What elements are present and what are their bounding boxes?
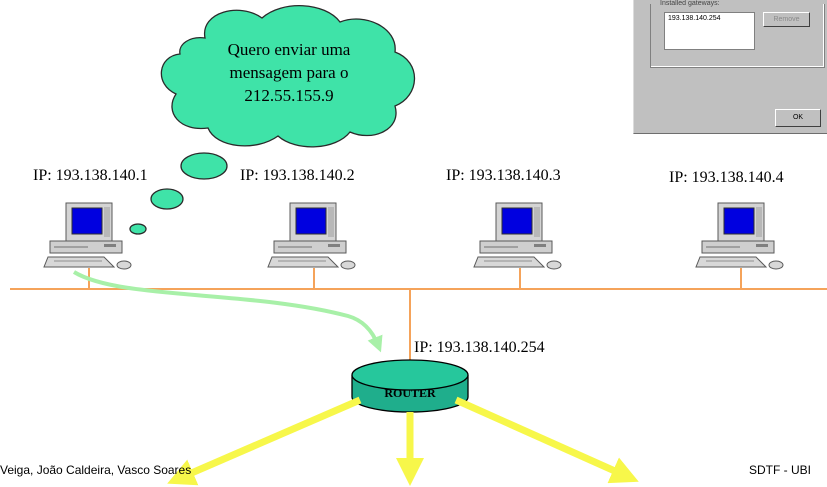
- computer-1: [43, 202, 132, 270]
- footer-authors: Veiga, João Caldeira, Vasco Soares: [0, 463, 192, 477]
- gateways-group: [650, 4, 825, 68]
- route-arrow-right: [454, 396, 639, 484]
- packet-arrow: [72, 270, 383, 353]
- host-ip-4: IP: 193.138.140.4: [669, 169, 784, 186]
- computer-2: [267, 202, 356, 270]
- thought-cloud: [160, 5, 416, 148]
- thought-bubble-small: [129, 223, 147, 235]
- router-label: ROUTER: [384, 386, 436, 400]
- computer-4: [695, 202, 784, 270]
- host-ip-2: IP: 193.138.140.2: [240, 167, 355, 184]
- cloud-message: Quero enviar uma mensagem para o 212.55.…: [227, 40, 351, 105]
- gateway-dialog: Installed gateways: 193.138.140.254 Remo…: [633, 0, 827, 134]
- gateway-entry[interactable]: 193.138.140.254: [668, 15, 721, 22]
- router-ip: IP: 193.138.140.254: [414, 339, 545, 356]
- thought-bubble-large: [180, 152, 228, 180]
- remove-button[interactable]: Remove: [763, 12, 810, 27]
- footer-course: SDTF - UBI: [749, 463, 811, 477]
- host-ip-3: IP: 193.138.140.3: [446, 167, 561, 184]
- route-arrow-left: [167, 396, 362, 486]
- thought-bubble-medium: [150, 188, 184, 210]
- gateways-group-label: Installed gateways:: [658, 0, 722, 8]
- router: [351, 359, 469, 413]
- host-ip-1: IP: 193.138.140.1: [33, 167, 148, 184]
- computer-3: [473, 202, 562, 270]
- ok-button[interactable]: OK: [775, 109, 821, 127]
- gateway-listbox[interactable]: 193.138.140.254: [664, 12, 755, 50]
